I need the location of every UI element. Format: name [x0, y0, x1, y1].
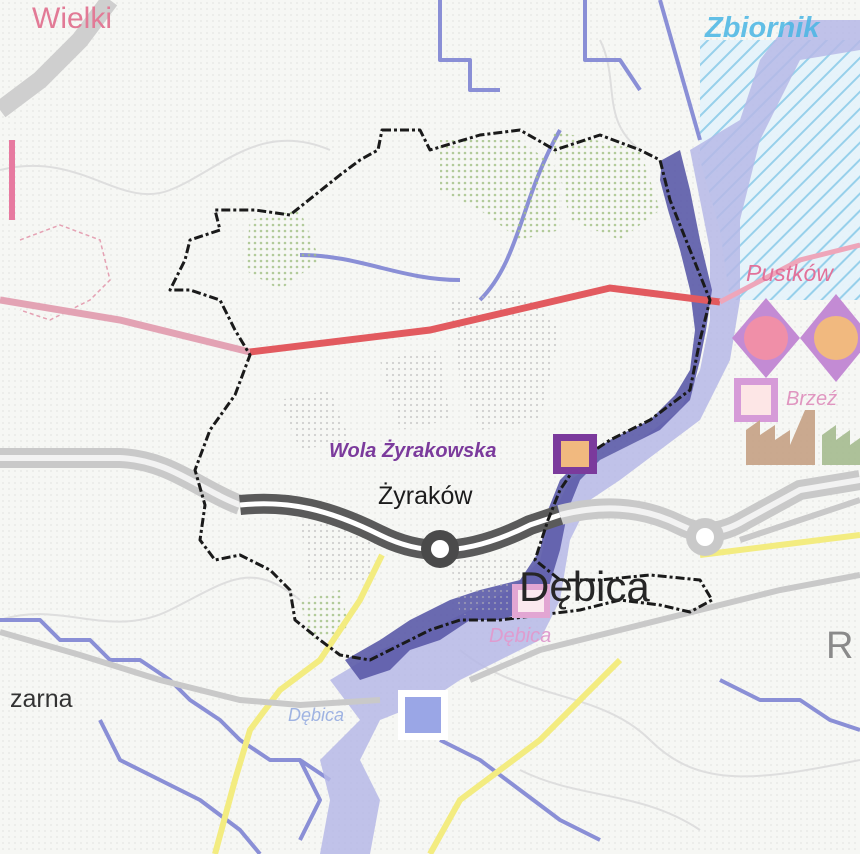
- station-square-icon: [512, 584, 550, 618]
- label-wola-zyrakowska: Wola Żyrakowska: [329, 440, 497, 462]
- interchange-icon: [421, 530, 459, 568]
- flood-zone-dark: [345, 150, 712, 680]
- commune-border: [168, 128, 714, 662]
- label-r-partial: R: [826, 625, 854, 667]
- yellow-roads: [212, 532, 860, 854]
- energy-diamond-icon: [732, 298, 800, 378]
- settlement-square-icon: [553, 434, 597, 474]
- highway-north-faded: [0, 0, 118, 118]
- neighbour-boundary: [19, 224, 111, 321]
- power-line: [249, 284, 721, 356]
- label-wielki: Wielki: [32, 2, 112, 35]
- power-line-faded: [0, 296, 251, 356]
- flood-zone-light: [320, 20, 860, 854]
- label-debica-town: Dębica: [519, 563, 650, 610]
- power-line-east: [718, 242, 860, 305]
- interchange-icon-east: [686, 518, 724, 556]
- industry-factory-icon: [746, 410, 860, 465]
- brzez-square-icon: [734, 378, 778, 422]
- label-brzez: Brzeź: [786, 388, 838, 410]
- water-intake-icon: [398, 690, 448, 740]
- label-debica-station: Dębica: [489, 625, 552, 647]
- label-debica-rail: Dębica: [288, 705, 345, 725]
- forest-patches: [245, 130, 660, 640]
- energy-diamond-icon-2: [800, 294, 860, 382]
- label-zbiornik: Zbiornik: [705, 12, 820, 44]
- railways: [0, 497, 860, 709]
- contour-lines: [0, 39, 860, 831]
- label-zyrakow: Żyraków: [378, 482, 473, 510]
- label-pustkow: Pustków: [746, 260, 833, 286]
- label-zarna-partial: zarna: [10, 685, 73, 713]
